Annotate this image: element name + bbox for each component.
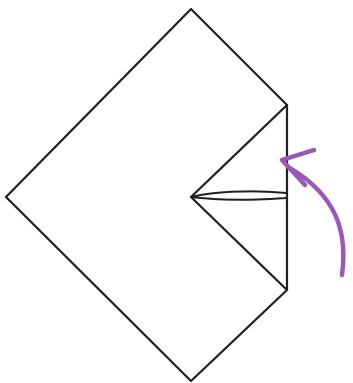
paper-outline xyxy=(6,9,287,381)
fold-pocket-bottom xyxy=(191,197,286,200)
folded-flap-upper-edge xyxy=(191,105,287,197)
folded-flap-lower-edge xyxy=(191,197,287,290)
arrow-shaft xyxy=(290,168,343,275)
fold-pocket-top xyxy=(191,191,286,197)
curved-fold-arrow-icon xyxy=(282,150,343,275)
